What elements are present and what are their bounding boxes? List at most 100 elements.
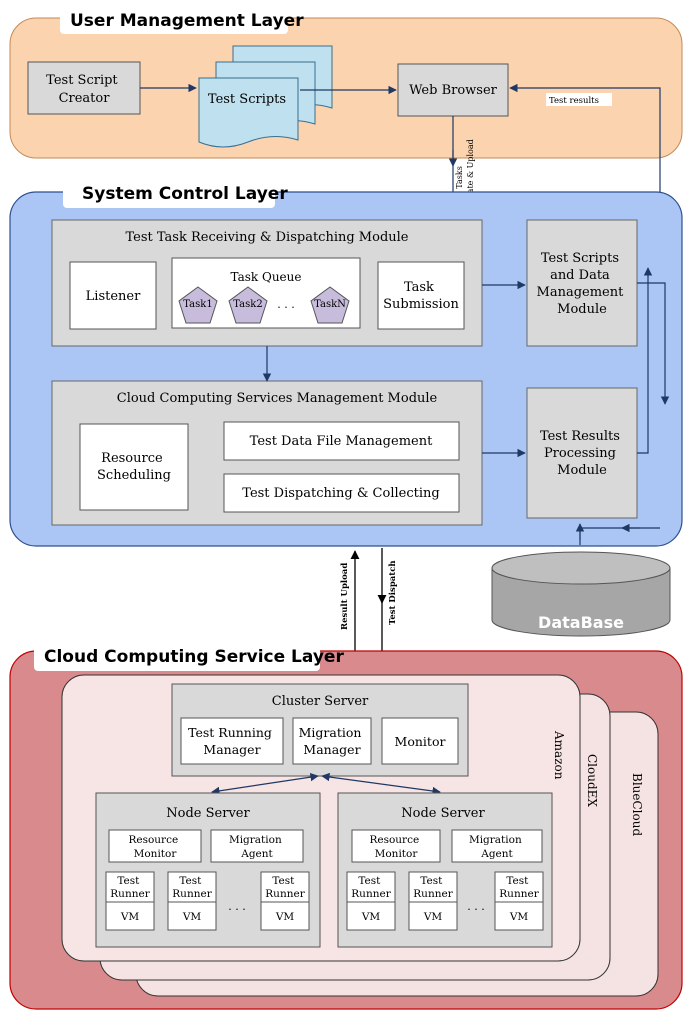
cloud-layer-title-bg: [34, 641, 320, 671]
test-runner-left-2: [167, 871, 217, 931]
result-upload-label: Result Upload: [340, 563, 350, 630]
task-submission-label-1: Task: [404, 280, 434, 295]
svg-text:Test Script Creator: Test Script Creator: [46, 73, 122, 106]
listener-label: Listener: [86, 289, 141, 304]
migration-manager-label-1: Migration: [299, 725, 362, 740]
monitor-label: Monitor: [395, 734, 446, 749]
runner-r2-label-2: Runner: [413, 888, 453, 900]
runner-r1-label-2: Runner: [351, 888, 391, 900]
migration-manager-label-2: Manager: [303, 742, 360, 757]
svg-text:Test Scripts and Data: Test Scripts and Data Management Module: [537, 251, 628, 317]
resource-monitor-right-label-1: Resource: [369, 834, 419, 846]
scripts-module-label-2: and Data: [550, 268, 610, 283]
svg-text:Test Tasks Create & Upload: Test Tasks Create & Upload: [455, 139, 475, 208]
svg-text:Test Runner: Test Runner: [413, 875, 453, 900]
svg-text:Resource Scheduling: Resource Scheduling: [97, 451, 171, 483]
svg-text:Test Results Processing: Test Results Processing Module: [540, 429, 624, 478]
results-module-label-1: Test Results: [540, 429, 620, 444]
migration-agent-left-label-1: Migration: [229, 834, 282, 846]
test-results-label: Test results: [549, 96, 599, 106]
runner-r1-label-1: Test: [358, 875, 381, 887]
task-ellipsis: . . .: [277, 298, 294, 311]
runner-rn-label-2: Runner: [499, 888, 539, 900]
vm-r2-label: VM: [423, 911, 443, 923]
dispatch-collect-label: Test Dispatching & Collecting: [242, 486, 439, 501]
runner-right-ellipsis: . . .: [467, 900, 484, 913]
vm-ln-label: VM: [275, 911, 295, 923]
test-runner-left-1: [105, 871, 155, 931]
runner-r2-label-1: Test: [420, 875, 443, 887]
node-server-left-label: Node Server: [166, 806, 250, 821]
runner-ln-label-1: Test: [272, 875, 295, 887]
resource-scheduling-label-2: Scheduling: [97, 468, 171, 483]
test-results-label-bg: [546, 93, 612, 106]
system-layer-title-bg: [63, 176, 275, 208]
scripts-module-label-4: Module: [557, 302, 607, 317]
task-submission-box: [377, 261, 465, 330]
resource-monitor-left-box: [108, 829, 202, 863]
results-module-label-2: Processing: [544, 446, 616, 461]
task-submission-label-2: Submission: [383, 297, 459, 312]
web-browser-label: Web Browser: [409, 83, 498, 98]
arrow-results-to-scripts: [637, 267, 653, 454]
scripts-data-management-module: [526, 219, 638, 347]
migration-agent-right-label-2: Agent: [480, 848, 513, 860]
user-layer-title-bg: [60, 4, 288, 34]
runner-ln-label-2: Runner: [265, 888, 305, 900]
vm-r1-label: VM: [361, 911, 381, 923]
taskn-label: TaskN: [314, 299, 346, 310]
cloud-layer-title: Cloud Computing Service Layer: [44, 647, 344, 667]
resource-monitor-left-label-1: Resource: [128, 834, 178, 846]
svg-text:Test Runner: Test Runner: [172, 875, 212, 900]
node-server-right-label: Node Server: [401, 806, 485, 821]
task2-pentagon: [228, 286, 268, 324]
user-layer-title: User Management Layer: [70, 11, 304, 31]
listener-box: [69, 261, 157, 330]
monitor-box: [381, 717, 459, 765]
migration-agent-right-box: [451, 829, 543, 863]
script-creator-label-2: Creator: [59, 91, 111, 106]
svg-text:Test Runner: Test Runner: [351, 875, 391, 900]
arrow-scripts-down: [637, 282, 670, 405]
file-management-box: [223, 421, 460, 461]
user-layer-panel: [9, 17, 683, 159]
test-dispatch-label: Test Dispatch: [388, 560, 398, 625]
cluster-server-label: Cluster Server: [272, 694, 369, 709]
dispatching-collecting-box: [223, 473, 460, 513]
runner-l1-label-1: Test: [117, 875, 140, 887]
svg-text:Test Runner: Test Runner: [499, 875, 539, 900]
receiving-module-title: Test Task Receiving & Dispatching Module: [126, 230, 409, 245]
test-runner-left-n: [260, 871, 310, 931]
vm-rn-label: VM: [509, 911, 529, 923]
svg-text:Task Submission: Task Submission: [383, 280, 459, 312]
svg-text:Test Runner: Test Runner: [110, 875, 150, 900]
test-runner-right-1: [346, 871, 396, 931]
database-cylinder: [491, 551, 671, 637]
resource-monitor-left-label-2: Monitor: [134, 848, 178, 860]
resource-scheduling-box: [79, 423, 189, 511]
svg-text:Migration Agent: Migration Agent: [229, 834, 285, 860]
script-creator-label-1: Test Script: [46, 73, 118, 88]
running-manager-label-2: Manager: [203, 742, 260, 757]
svg-text:Test Runner: Test Runner: [265, 875, 305, 900]
database-label: DataBase: [538, 613, 624, 632]
migration-agent-right-label-1: Migration: [469, 834, 522, 846]
runner-left-ellipsis: . . .: [228, 900, 245, 913]
resource-scheduling-label-1: Resource: [101, 451, 163, 466]
resource-monitor-right-label-2: Monitor: [375, 848, 419, 860]
test-tasks-label-1: Test Tasks: [455, 166, 464, 208]
svg-text:Resource Monitor: Resource Monitor: [369, 834, 422, 860]
svg-text:Migration Manager: Migration Manager: [299, 725, 366, 757]
migration-agent-left-label-2: Agent: [240, 848, 273, 860]
test-running-manager-box: [180, 717, 284, 765]
test-scripts-label: Test Scripts: [208, 92, 286, 107]
test-runner-right-2: [408, 871, 458, 931]
arrow-cluster-node-left: [211, 772, 319, 796]
task-queue-label: Task Queue: [231, 270, 302, 284]
runner-l1-label-2: Runner: [110, 888, 150, 900]
migration-manager-box: [292, 717, 372, 765]
test-scripts-document-stack: [198, 45, 333, 148]
amazon-label: Amazon: [552, 730, 566, 780]
cloud-module-title: Cloud Computing Services Management Modu…: [117, 391, 438, 406]
